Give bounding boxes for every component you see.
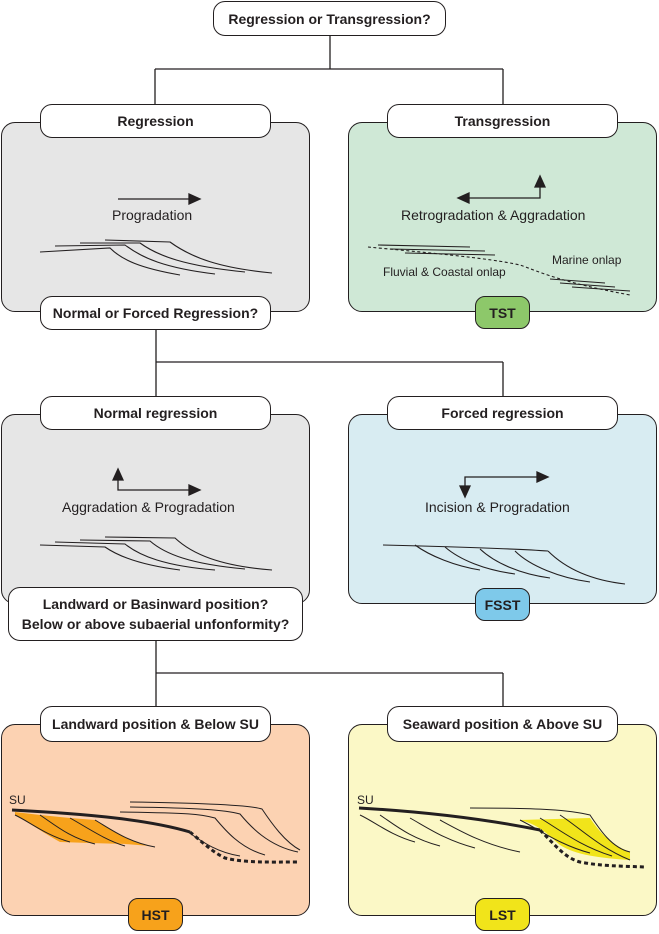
incision-progradation-label: Incision & Progradation: [425, 499, 570, 515]
coastal-onlap-label: Fluvial & Coastal onlap: [383, 265, 506, 279]
landward-title: Landward position & Below SU: [40, 706, 271, 742]
retrogradation-strata: [367, 244, 631, 296]
normal-forced-question: Normal or Forced Regression?: [40, 296, 271, 330]
aggradation-progradation-arrow-icon: [111, 467, 202, 497]
position-question: Landward or Basinward position? Below or…: [8, 587, 303, 641]
transgression-panel: [348, 122, 657, 312]
aggradation-progradation-label: Aggradation & Progradation: [62, 499, 235, 515]
lst-strata: [358, 806, 646, 869]
hst-strata: [11, 801, 301, 864]
position-question-line1: Landward or Basinward position?: [42, 596, 269, 612]
forced-regression-title: Forced regression: [387, 396, 618, 430]
connector-lines: [154, 36, 504, 706]
su-label-landward: SU: [9, 793, 26, 807]
incision-progradation-arrow-icon: [458, 470, 550, 499]
su-label-seaward: SU: [357, 793, 374, 807]
retrogradation-label: Retrogradation & Aggradation: [401, 207, 586, 223]
progradation-clinoforms: [39, 239, 273, 276]
forced-regression-clinoforms: [382, 544, 626, 585]
regression-title: Regression: [40, 104, 271, 138]
normal-regression-clinoforms: [39, 536, 273, 571]
progradation-label: Progradation: [112, 207, 193, 223]
position-question-line2: Below or above subaerial unfonformity?: [21, 616, 290, 632]
transgression-title: Transgression: [387, 104, 618, 138]
progradation-arrow-icon: [118, 192, 202, 206]
retrogradation-arrow-icon: [456, 174, 547, 205]
lst-tag: LST: [475, 898, 530, 931]
regression-panel: [1, 122, 310, 312]
normal-regression-title: Normal regression: [40, 396, 271, 430]
seaward-panel: [348, 724, 657, 916]
tst-tag: TST: [475, 296, 530, 329]
root-question: Regression or Transgression?: [213, 1, 446, 36]
fsst-tag: FSST: [475, 588, 530, 621]
seaward-title: Seaward position & Above SU: [387, 706, 618, 742]
marine-onlap-label: Marine onlap: [552, 253, 622, 267]
hst-tag: HST: [128, 898, 183, 931]
